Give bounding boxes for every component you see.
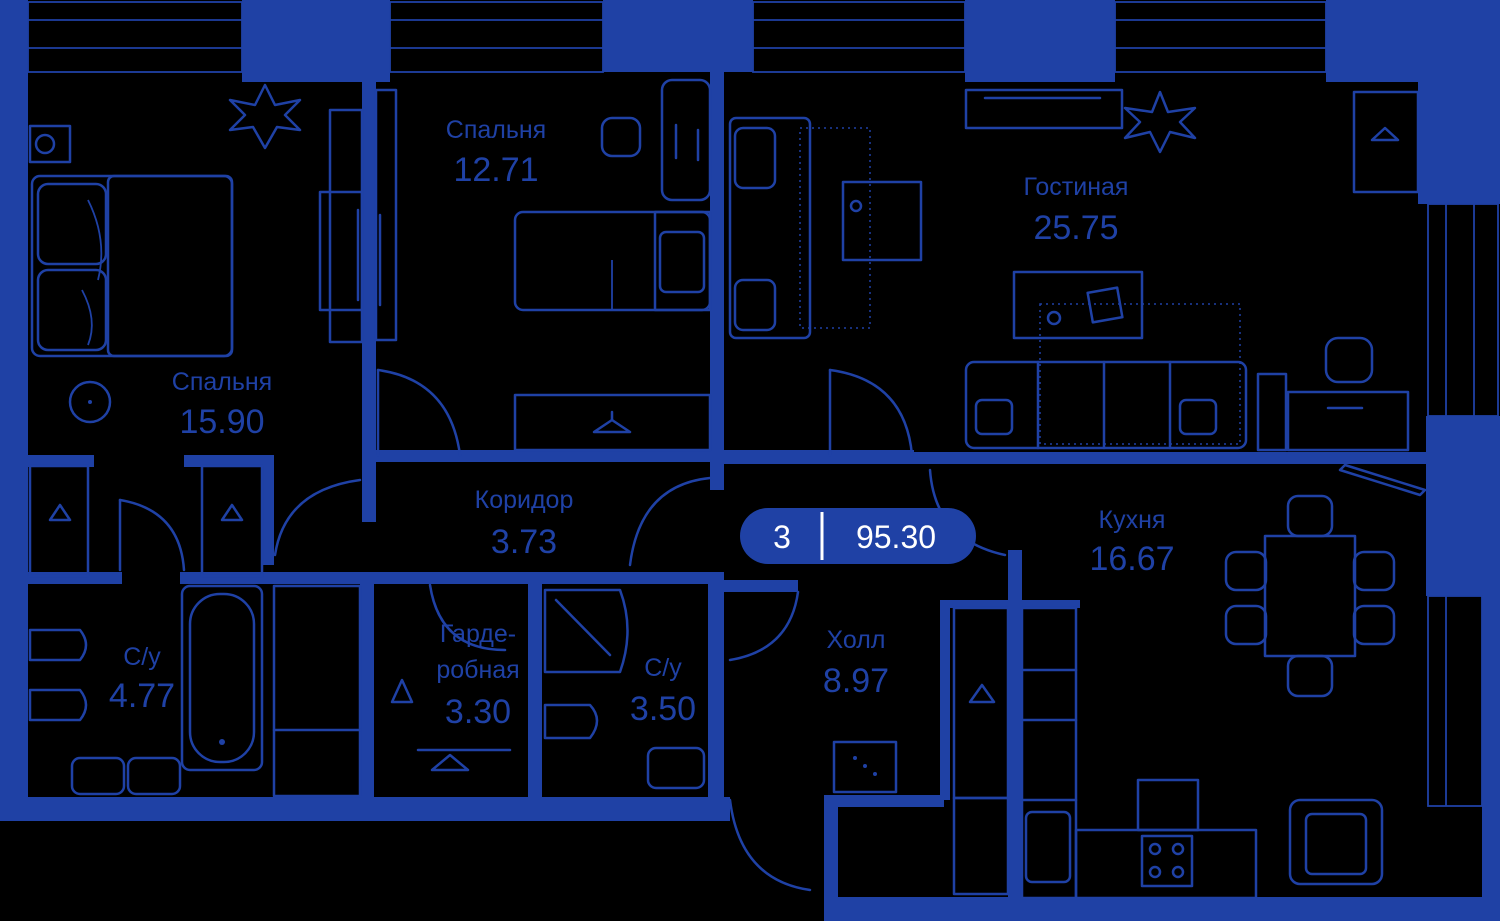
shower-icon: [543, 588, 629, 674]
desk-chair-icon: [1256, 336, 1410, 452]
bathtub-icon: [180, 584, 264, 772]
washing-machine-icon: [28, 124, 112, 424]
shoe-cabinet: [832, 740, 898, 794]
kitchen-cabinets: [1020, 606, 1258, 900]
sink-icon: [1024, 810, 1072, 884]
hanger-icon: [28, 464, 264, 578]
sink-icon: [70, 756, 182, 796]
toilet-icon: [543, 703, 599, 740]
sink-icon: [646, 746, 706, 790]
hanger-icon: [952, 606, 1010, 896]
room-area-bath-right: 3.50: [630, 690, 696, 728]
bed-icon: [513, 210, 712, 312]
sofa-icon: [964, 360, 1248, 450]
total-area: 95.30: [856, 519, 936, 555]
dining-table-icon: [1224, 494, 1396, 698]
wardrobe-left: [318, 88, 398, 344]
room-name-bedroom-top: Спальня: [446, 116, 546, 144]
room-name-corridor: Коридор: [475, 486, 574, 514]
room-name-living: Гостиная: [1024, 173, 1129, 201]
room-area-hall: 8.97: [823, 662, 889, 700]
room-area-bedroom-left: 15.90: [179, 403, 264, 441]
hanger-icon: [1352, 90, 1420, 194]
desk-chair-icon: [600, 78, 712, 202]
windows: [27, 1, 1499, 807]
room-area-bedroom-top: 12.71: [453, 151, 538, 189]
summary-badge: 3 95.30: [740, 508, 976, 564]
bed-icon: [30, 174, 234, 358]
room-name-wardrobe-2: робная: [436, 656, 519, 684]
room-area-corridor: 3.73: [491, 523, 557, 561]
room-area-wardrobe: 3.30: [445, 693, 511, 731]
shelf-unit: [272, 584, 362, 798]
room-name-bath-right: С/у: [644, 654, 682, 682]
room-area-living: 25.75: [1033, 209, 1118, 247]
armchair-icon: [1288, 798, 1384, 886]
tv-unit: [964, 88, 1124, 130]
hanger-icon: [390, 678, 512, 772]
room-area-kitchen: 16.67: [1089, 540, 1174, 578]
sofa-icon: [728, 116, 923, 340]
hanger-icon: [513, 393, 712, 452]
room-name-bath-left: С/у: [123, 643, 161, 671]
toilet-icon: [28, 628, 88, 722]
coffee-table: [1012, 270, 1241, 445]
room-name-wardrobe-1: Гарде-: [440, 620, 516, 648]
room-name-kitchen: Кухня: [1099, 506, 1166, 534]
room-count: 3: [773, 519, 791, 555]
room-area-bath-left: 4.77: [109, 677, 175, 715]
room-name-bedroom-left: Спальня: [172, 368, 272, 396]
stove-icon: [1140, 834, 1194, 888]
radiator-snowflake-icon: [228, 83, 1197, 154]
interior-walls: [28, 72, 1426, 897]
room-name-hall: Холл: [827, 626, 886, 654]
